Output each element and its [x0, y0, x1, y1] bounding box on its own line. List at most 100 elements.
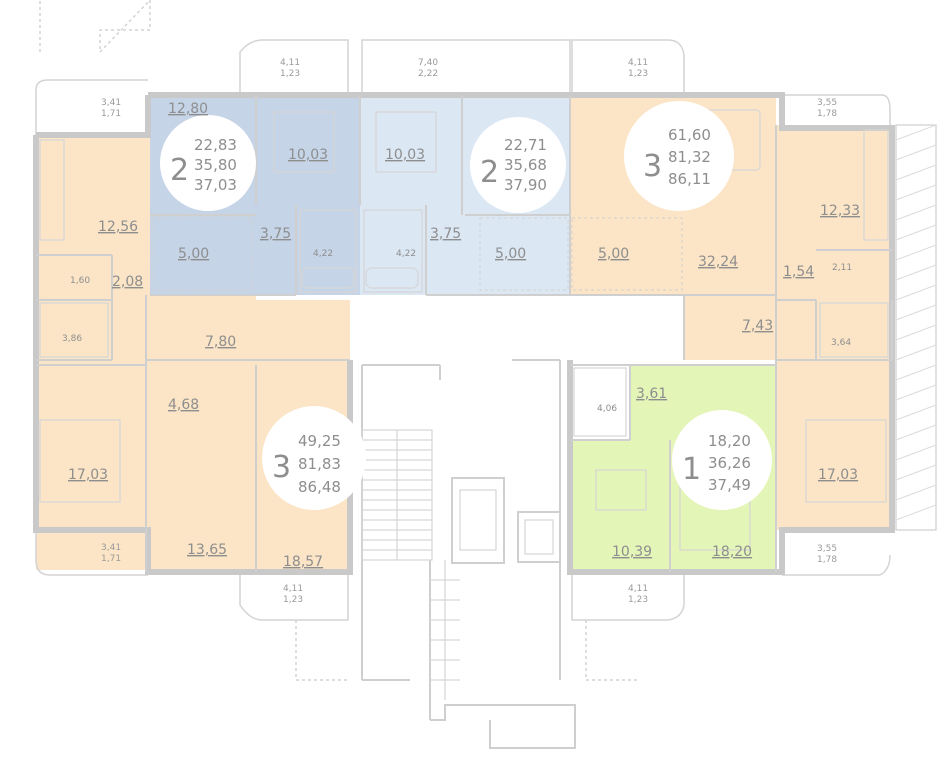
apt-area-living: 61,60: [668, 126, 711, 144]
balcony-top-mid: [361, 39, 571, 95]
balcony-left-bottom: [35, 520, 148, 576]
table-1039: [595, 469, 647, 511]
apt-rooms: 3: [643, 149, 662, 184]
room-area: 17,03: [68, 467, 108, 483]
bath-area: 2,11: [832, 263, 852, 273]
terrace-bottom-right: [585, 620, 640, 681]
balcony-area: 4,11: [628, 584, 648, 594]
balcony-area: 3,41: [101, 543, 121, 553]
balcony-area: 1,71: [101, 554, 121, 564]
apt-area-full: 86,11: [668, 170, 711, 188]
bath-tub-a: [301, 267, 355, 289]
room-area: 5,00: [178, 246, 209, 262]
bath-area: 3,64: [831, 338, 851, 348]
room-area: 12,56: [98, 219, 138, 235]
apt-rooms: 2: [170, 153, 189, 188]
fixtures: [39, 109, 889, 551]
apartment-badges: 2 22,83 35,80 37,03 2 22,71 35,68 37,90 …: [160, 101, 772, 510]
bed-1003b: [375, 111, 437, 173]
bath-area: 1,60: [70, 276, 90, 286]
bath-area: 4,22: [313, 249, 333, 259]
room-area: 1,54: [783, 264, 814, 280]
lift-2: [517, 511, 561, 563]
room-area: 5,00: [495, 246, 526, 262]
apt-area-total: 36,26: [708, 454, 751, 472]
room-labels: 12,80 10,03 10,03 12,56 5,00 3,75 3,75 5…: [68, 101, 860, 570]
apt-area-full: 37,90: [504, 176, 547, 194]
fill-right-orange-bottom: [776, 360, 890, 530]
apt-area-living: 49,25: [298, 432, 341, 450]
balcony-bottom-right: [571, 575, 685, 621]
apt-badge-circle: [262, 406, 366, 510]
terrace-bottom-left: [295, 620, 350, 681]
apt-rooms: 2: [480, 155, 499, 190]
balcony-area: 4,11: [283, 584, 303, 594]
balcony-area: 4,11: [628, 58, 648, 68]
apt-area-total: 81,83: [298, 455, 341, 473]
apt-badge-3-top: 3 61,60 81,32 86,11: [624, 101, 734, 211]
room-area: 3,61: [636, 386, 667, 402]
room-area: 17,03: [818, 467, 858, 483]
balcony-area: 3,55: [817, 544, 837, 554]
room-area: 3,75: [430, 226, 461, 242]
room-area: 18,20: [712, 544, 752, 560]
apt-badge-circle: [470, 117, 566, 213]
room-area: 18,57: [283, 554, 323, 570]
apt-area-full: 37,49: [708, 476, 751, 494]
room-area: 12,33: [820, 203, 860, 219]
bed-1703a: [39, 419, 121, 503]
balcony-right-top: [782, 94, 891, 125]
balcony-area: 4,11: [280, 58, 300, 68]
apt-area-total: 35,80: [194, 156, 237, 174]
room-area: 10,39: [612, 544, 652, 560]
room-area: 10,03: [385, 147, 425, 163]
bath-area: 4,22: [396, 249, 416, 259]
apt-area-living: 18,20: [708, 432, 751, 450]
balcony-area: 1,23: [628, 595, 648, 605]
balcony-left-top: [35, 79, 148, 135]
apt-area-living: 22,71: [504, 136, 547, 154]
walls: [33, 92, 895, 749]
kitchen-line-left: [39, 139, 65, 241]
apt-badge-2-right: 2 22,71 35,68 37,90: [470, 117, 566, 213]
hatch-lines: [895, 124, 937, 521]
apt-area-full: 37,03: [194, 176, 237, 194]
room-area: 3,75: [260, 226, 291, 242]
apt-rooms: 1: [682, 452, 701, 487]
balcony-area: 1,23: [628, 69, 648, 79]
apt-badge-3-bottom: 3 49,25 81,83 86,48: [262, 406, 366, 510]
apt-area-full: 86,48: [298, 478, 341, 496]
balconies-outline: [35, 0, 891, 681]
bath-area: 4,06: [597, 404, 617, 414]
kitchen-zone-left: [151, 217, 253, 291]
apt-area-total: 35,68: [504, 156, 547, 174]
bath-left-a: [299, 209, 357, 293]
balcony-area: 1,23: [283, 595, 303, 605]
balcony-area: 7,40: [418, 58, 438, 68]
apt-badge-circle: [624, 101, 734, 211]
room-area: 4,68: [168, 397, 199, 413]
balcony-labels: 4,11 1,23 7,40 2,22 4,11 1,23 3,41 1,71 …: [101, 58, 837, 605]
apt-area-living: 22,83: [194, 136, 237, 154]
balcony-top-left: [239, 39, 349, 95]
stair-steps: [362, 430, 432, 560]
room-area: 13,65: [187, 542, 227, 558]
apt-badge-2-left: 2 22,83 35,80 37,03: [160, 115, 256, 211]
kitchen-zone-right: [479, 217, 569, 291]
bed-1703b: [805, 419, 887, 503]
room-area: 2,08: [112, 274, 143, 290]
apt-badge-circle: [160, 115, 256, 211]
balcony-area: 2,22: [418, 69, 438, 79]
fill-green-bath: [570, 365, 630, 440]
small-room-labels: 4,22 4,22 1,60 3,86 2,11 3,64 4,06: [62, 249, 852, 414]
room-area: 12,80: [168, 101, 208, 117]
balcony-right-bottom: [782, 554, 891, 576]
balcony-bottom-left: [239, 575, 349, 621]
bath-area: 3,86: [62, 334, 82, 344]
balcony-area: 1,23: [280, 69, 300, 79]
bath-left-b: [363, 209, 423, 293]
lift-1: [451, 477, 505, 564]
balcony-area: 3,55: [817, 98, 837, 108]
balcony-top-right: [571, 39, 685, 95]
